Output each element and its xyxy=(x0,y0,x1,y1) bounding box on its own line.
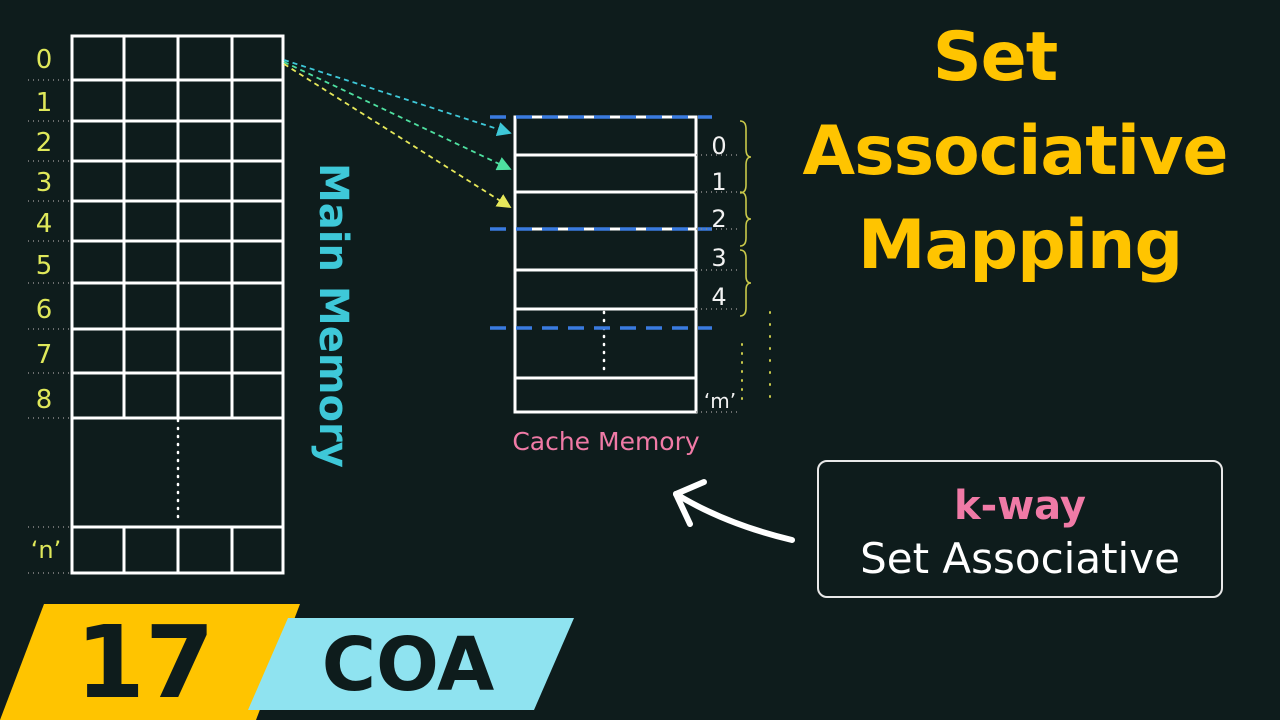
cache-line-index: 0 xyxy=(711,132,726,160)
k-way-label: k-way xyxy=(954,483,1086,529)
main-memory-indices: 0 1 2 3 4 5 6 7 8 ‘n’ xyxy=(31,45,61,564)
cache-line-indices: 0 1 2 3 4 ‘m’ xyxy=(704,132,736,413)
mapping-arrows xyxy=(283,59,512,208)
main-memory-grid xyxy=(28,34,285,575)
set-braces xyxy=(739,120,752,317)
cache-line-last-index: ‘m’ xyxy=(704,389,736,413)
title-line-3: Mapping xyxy=(857,206,1183,285)
main-memory-index: 4 xyxy=(36,209,53,239)
course-badge xyxy=(248,618,574,710)
main-memory-index: 5 xyxy=(36,251,53,281)
course-label: COA xyxy=(321,622,495,708)
episode-badge xyxy=(0,604,300,720)
main-memory-index: 1 xyxy=(36,88,53,118)
cache-line-index: 1 xyxy=(711,168,726,196)
cache-line-index: 3 xyxy=(711,244,726,272)
main-memory-last-index: ‘n’ xyxy=(31,536,61,564)
main-memory-index: 0 xyxy=(36,45,53,75)
episode-number: 17 xyxy=(75,604,215,720)
set-separators xyxy=(490,115,712,330)
main-memory-label: Main Memory xyxy=(310,163,356,468)
cache-line-index: 4 xyxy=(711,283,726,311)
main-memory-index: 8 xyxy=(36,385,53,415)
k-way-callout: k-way Set Associative xyxy=(817,460,1223,598)
main-memory-index: 6 xyxy=(36,295,53,325)
pointer-arrow xyxy=(673,479,795,543)
title-line-2: Associative xyxy=(802,112,1228,191)
title-line-1: Set xyxy=(932,18,1059,97)
main-memory-index: 3 xyxy=(36,168,53,198)
main-memory-index: 2 xyxy=(36,128,53,158)
main-memory-index: 7 xyxy=(36,340,53,370)
cache-line-index: 2 xyxy=(711,205,726,233)
cache-memory-grid xyxy=(490,115,771,414)
cache-memory-label: Cache Memory xyxy=(512,427,700,456)
k-way-sublabel: Set Associative xyxy=(860,534,1180,583)
